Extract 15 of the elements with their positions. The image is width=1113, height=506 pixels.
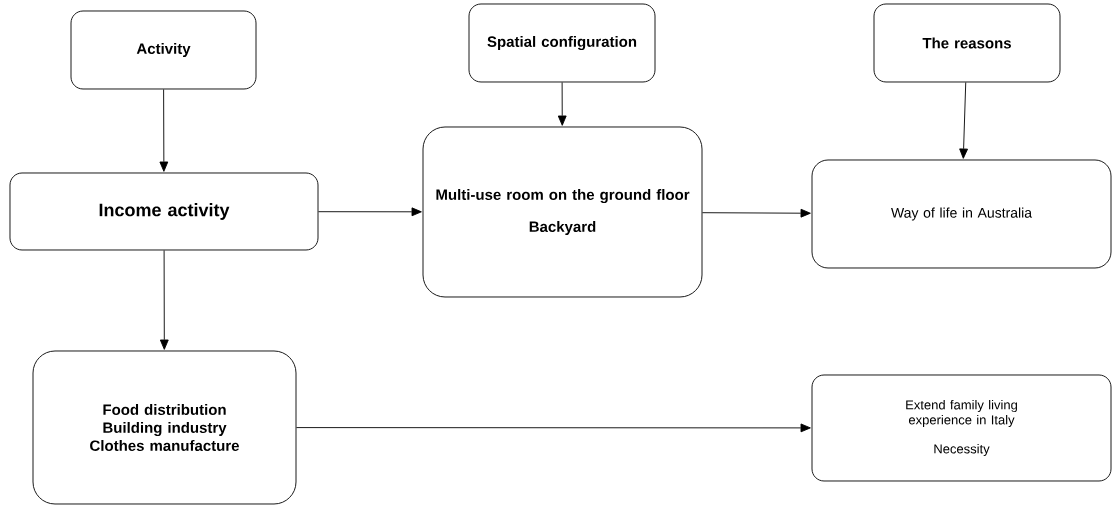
rounded-box: Spatial configuration: [468, 3, 656, 83]
arrow: [702, 208, 811, 218]
arrow: [557, 82, 567, 126]
rounded-box: Income activity: [9, 172, 319, 251]
rounded-box: Food distribution Building industry Clothes manufacture: [32, 350, 297, 505]
arrow: [959, 82, 968, 159]
arrow: [159, 250, 169, 350]
arrow: [159, 89, 169, 172]
rounded-box: Way of life in Australia: [811, 159, 1112, 269]
rounded-box: The reasons: [873, 3, 1061, 83]
rounded-box: Activity: [70, 10, 257, 90]
rounded-box: Multi-use room on the ground floor Backyard: [422, 126, 703, 298]
arrow: [296, 423, 811, 433]
arrow: [318, 207, 422, 217]
rounded-box: Extend family living experience in Italy Necessity: [811, 374, 1112, 482]
